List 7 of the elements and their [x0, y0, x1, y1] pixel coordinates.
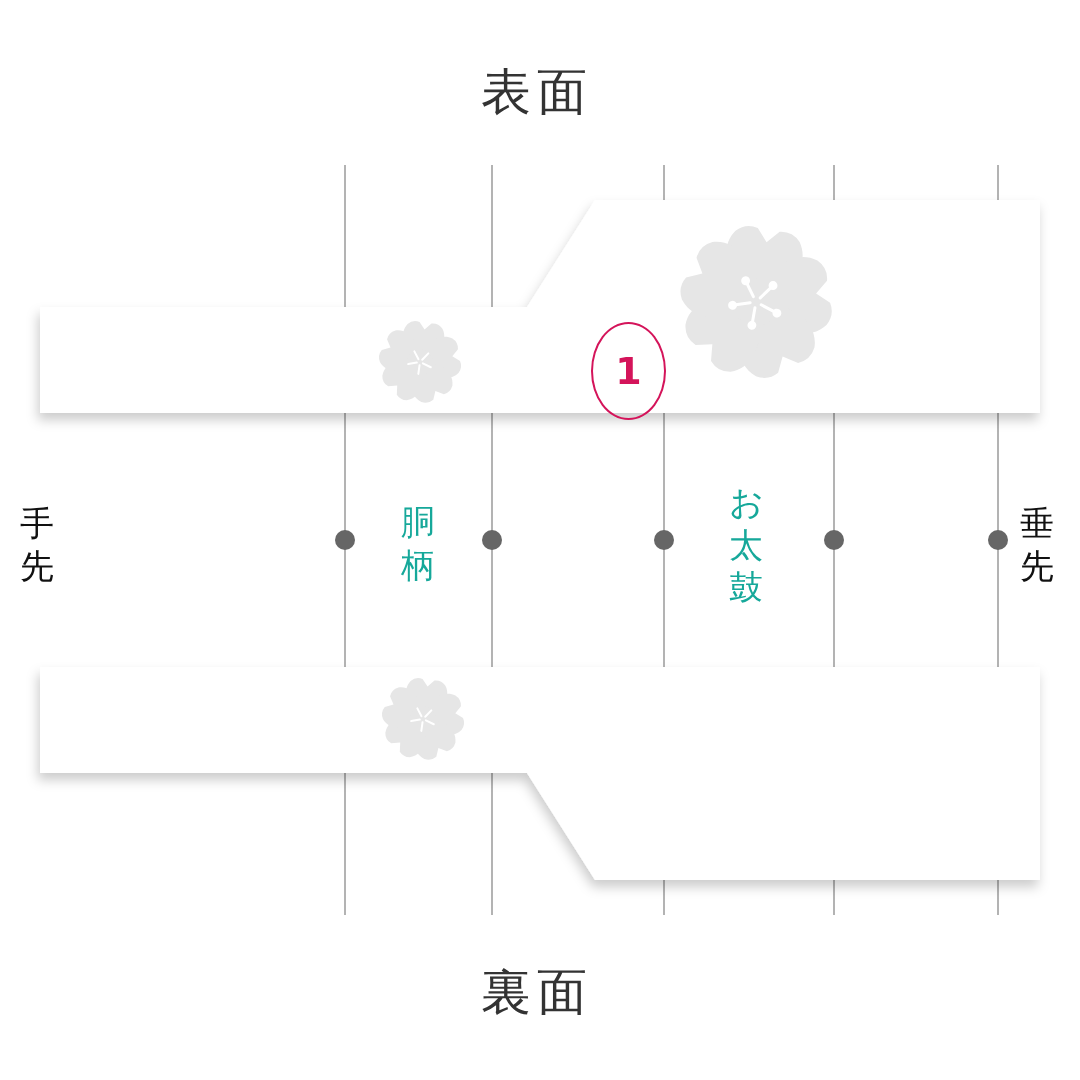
part-label: お太鼓 — [729, 481, 763, 609]
end-label: 手先 — [20, 501, 54, 587]
section-heading: 裏面 — [481, 964, 593, 1022]
part-label: 胴柄 — [401, 500, 435, 586]
end-label: 垂先 — [1020, 501, 1054, 587]
callout-number: 1 — [591, 322, 666, 420]
section-heading: 表面 — [481, 64, 593, 122]
